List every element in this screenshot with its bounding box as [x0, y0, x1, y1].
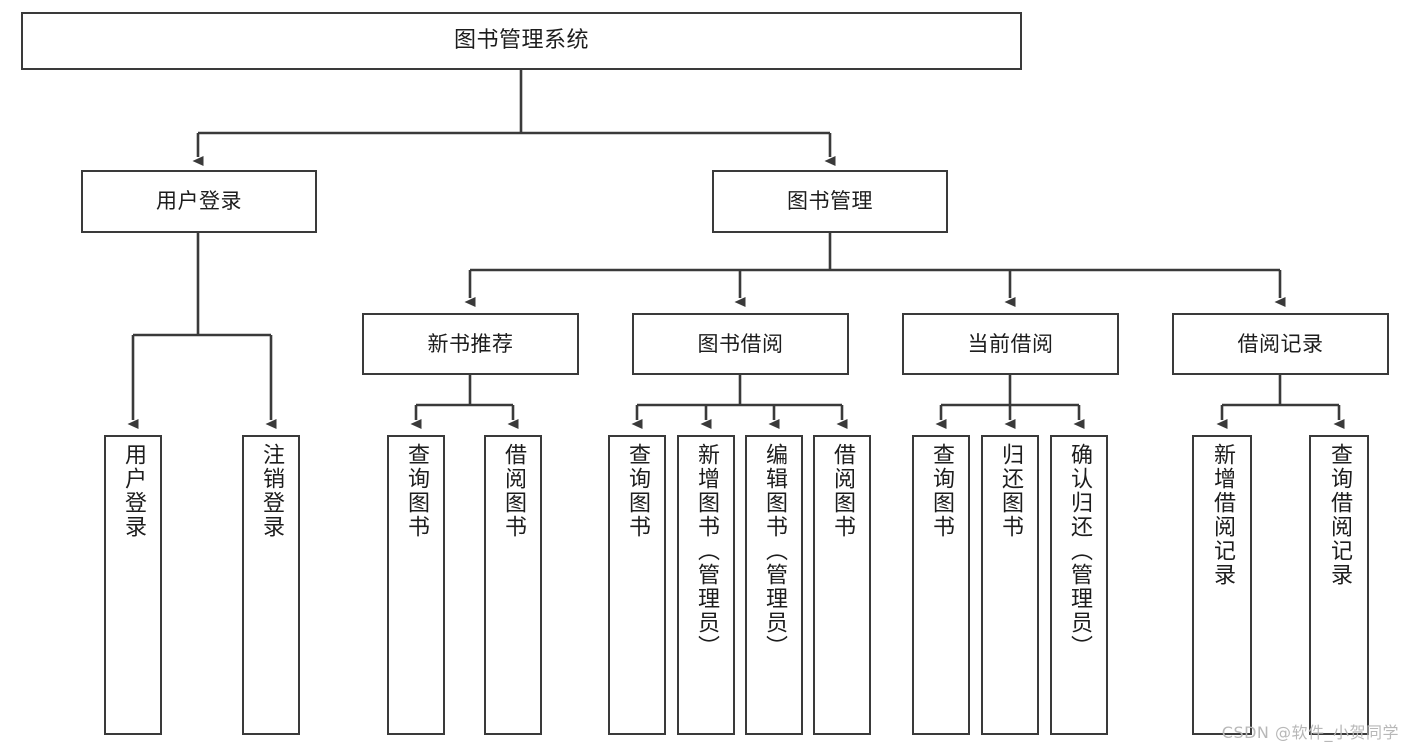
node-leaf-query-book-3-label: 查询图书	[929, 443, 954, 539]
node-book-management-label: 图书管理	[787, 189, 873, 214]
node-borrow-record-label: 借阅记录	[1237, 331, 1324, 356]
node-leaf-return-book[interactable]: 归还图书	[981, 435, 1039, 735]
node-leaf-user-logout-label: 注销登录	[259, 443, 284, 539]
node-leaf-borrow-book-1-label: 借阅图书	[501, 443, 526, 539]
node-leaf-user-logout[interactable]: 注销登录	[242, 435, 300, 735]
node-root-label: 图书管理系统	[453, 28, 589, 54]
node-leaf-borrow-book-1[interactable]: 借阅图书	[484, 435, 542, 735]
node-leaf-confirm-return[interactable]: 确认归还（管理员）	[1050, 435, 1108, 735]
node-leaf-query-book-1-label: 查询图书	[404, 443, 429, 539]
node-new-book-recommend[interactable]: 新书推荐	[362, 313, 579, 375]
node-leaf-add-record[interactable]: 新增借阅记录	[1192, 435, 1252, 735]
node-leaf-edit-book[interactable]: 编辑图书（管理员）	[745, 435, 803, 735]
node-leaf-confirm-return-label: 确认归还（管理员）	[1067, 443, 1092, 659]
node-leaf-query-book-1[interactable]: 查询图书	[387, 435, 445, 735]
node-leaf-query-book-3[interactable]: 查询图书	[912, 435, 970, 735]
node-leaf-query-book-2[interactable]: 查询图书	[608, 435, 666, 735]
node-borrow-record[interactable]: 借阅记录	[1172, 313, 1389, 375]
node-leaf-return-book-label: 归还图书	[998, 443, 1023, 539]
node-leaf-add-record-label: 新增借阅记录	[1210, 443, 1235, 587]
node-leaf-borrow-book-2-label: 借阅图书	[830, 443, 855, 539]
node-book-borrow[interactable]: 图书借阅	[632, 313, 849, 375]
node-leaf-user-login-label: 用户登录	[121, 443, 146, 539]
node-leaf-add-book[interactable]: 新增图书（管理员）	[677, 435, 735, 735]
node-user-login-label: 用户登录	[156, 189, 242, 214]
node-leaf-user-login[interactable]: 用户登录	[104, 435, 162, 735]
node-new-book-recommend-label: 新书推荐	[427, 331, 514, 356]
node-root[interactable]: 图书管理系统	[21, 12, 1022, 70]
node-book-borrow-label: 图书借阅	[697, 331, 784, 356]
node-current-borrow-label: 当前借阅	[967, 331, 1054, 356]
node-leaf-query-book-2-label: 查询图书	[625, 443, 650, 539]
node-user-login[interactable]: 用户登录	[81, 170, 317, 233]
node-leaf-edit-book-label: 编辑图书（管理员）	[762, 443, 787, 659]
node-leaf-query-record[interactable]: 查询借阅记录	[1309, 435, 1369, 735]
node-leaf-borrow-book-2[interactable]: 借阅图书	[813, 435, 871, 735]
node-leaf-query-record-label: 查询借阅记录	[1327, 443, 1352, 587]
node-book-management[interactable]: 图书管理	[712, 170, 948, 233]
node-leaf-add-book-label: 新增图书（管理员）	[694, 443, 719, 659]
csdn-watermark: CSDN @软件_小贺同学	[1221, 723, 1399, 742]
node-current-borrow[interactable]: 当前借阅	[902, 313, 1119, 375]
